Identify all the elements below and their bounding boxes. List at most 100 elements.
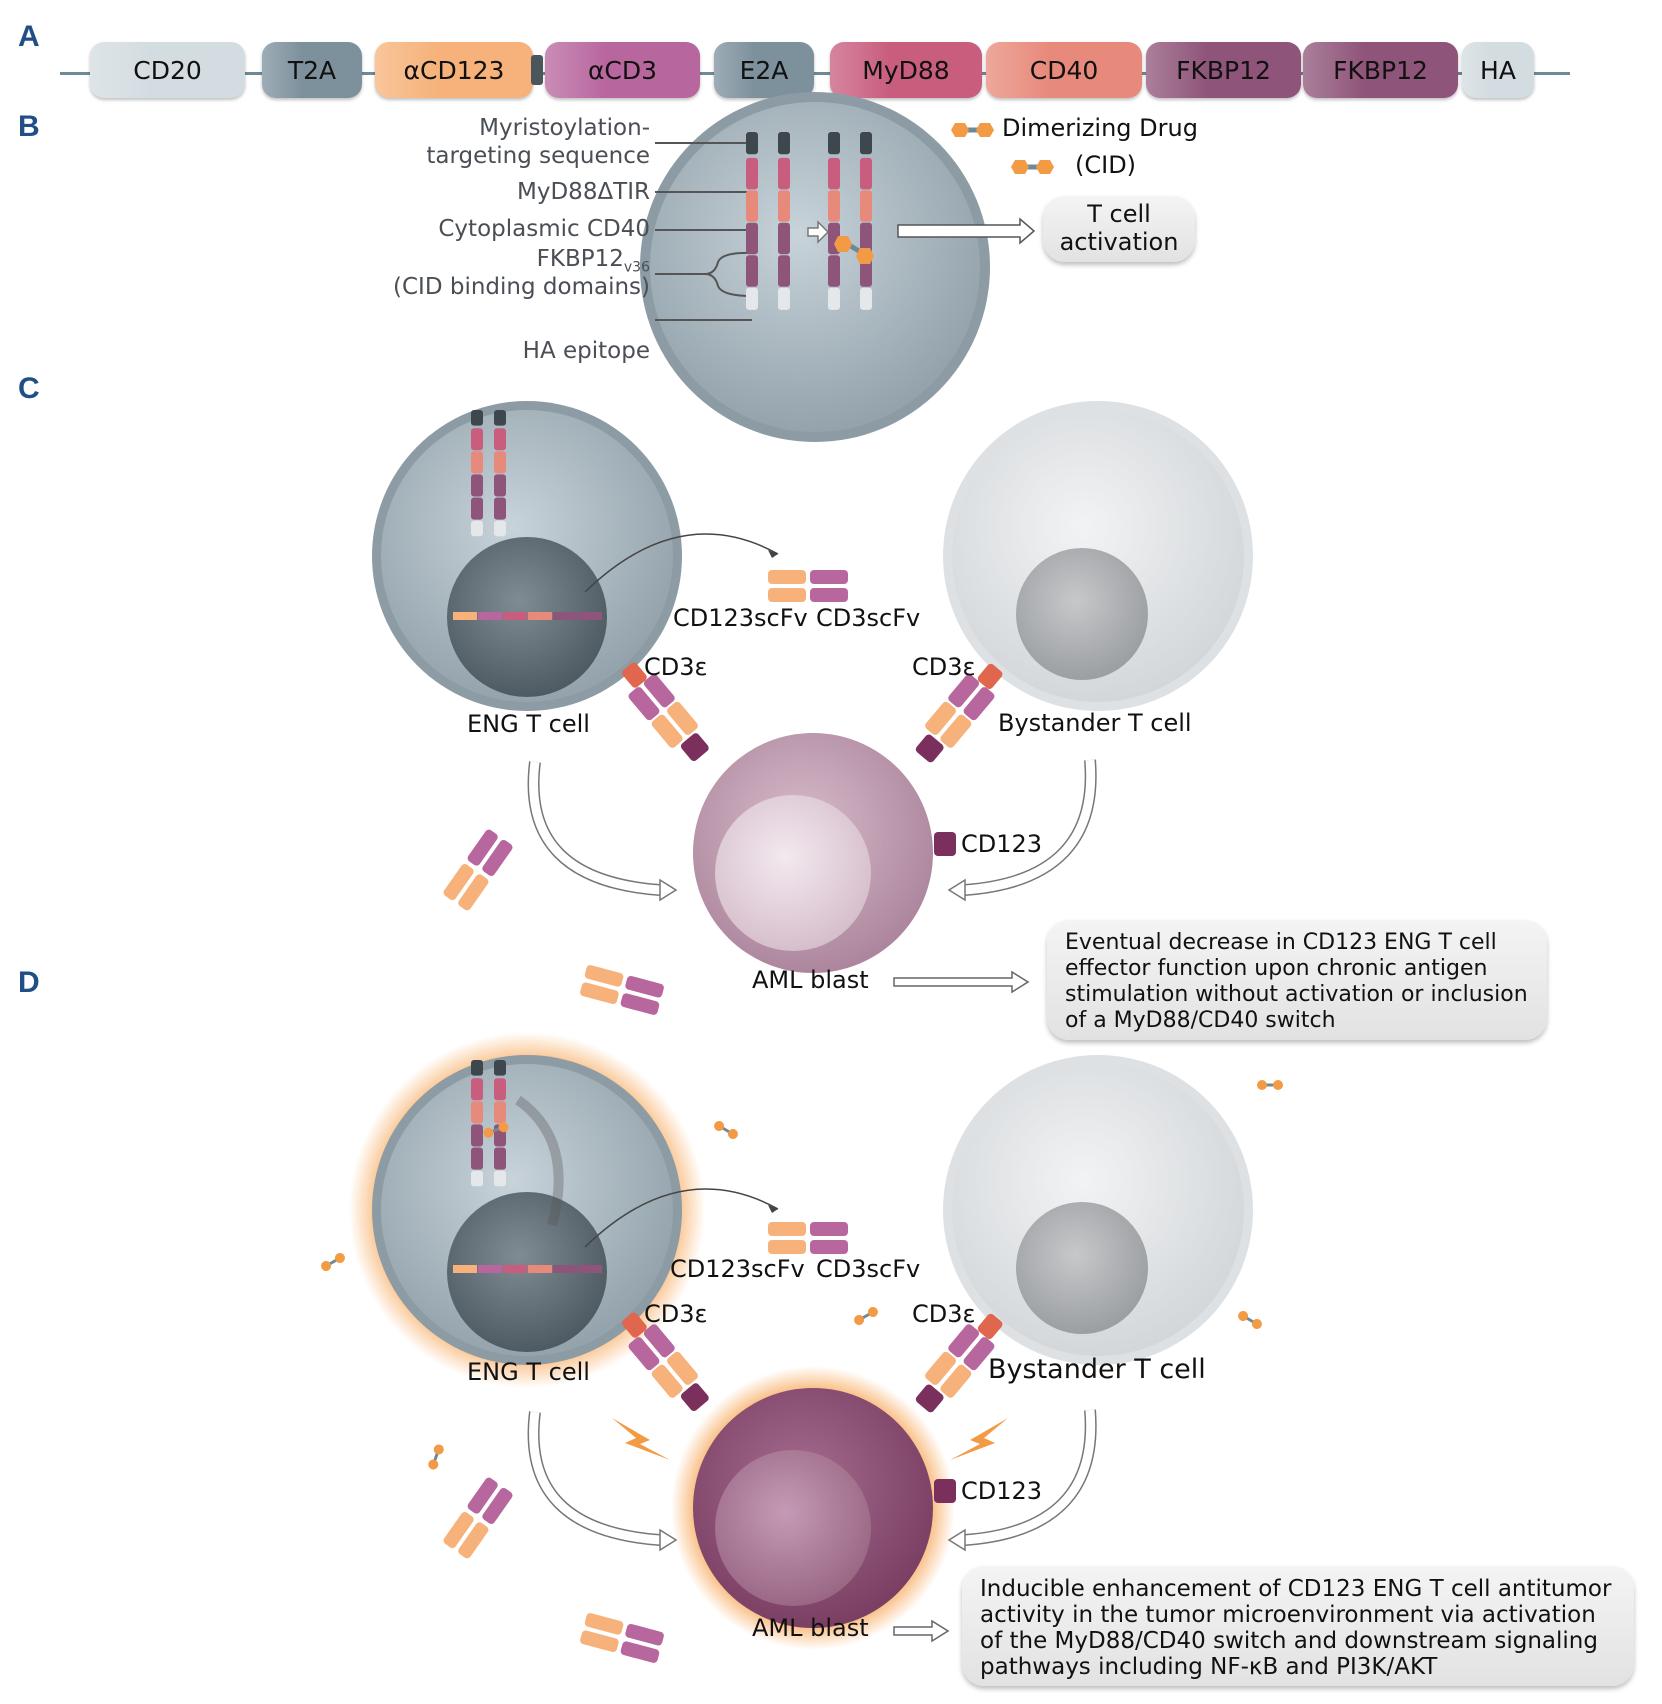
switch-construct: [494, 1060, 506, 1187]
label-cd123scfv-d: CD123scFv: [670, 1255, 805, 1283]
switch-construct: [828, 132, 840, 310]
panel-d-eng-t-cell: [349, 1032, 705, 1388]
label-myristoylation-2: targeting sequence: [426, 143, 650, 169]
panel-letter-b: B: [18, 110, 40, 143]
label-cd3e-right-d: CD3ε: [912, 1300, 976, 1328]
panel-c-eng-t-cell: [372, 401, 682, 711]
label-fkbp12: FKBP12v36: [330, 245, 650, 282]
label-fkbp12-main: FKBP12: [536, 246, 624, 272]
label-eng-t-cell-d: ENG T cell: [467, 1358, 590, 1386]
cid-drug-icon: [483, 1122, 509, 1138]
switch-construct: [494, 410, 506, 537]
construct-backbone: [60, 72, 1570, 75]
bispecific-engager-free: [580, 965, 664, 1015]
switch-construct: [471, 1060, 483, 1187]
panel-d-aml-blast: [671, 1366, 955, 1650]
label-cd3scfv-d: CD3scFv: [816, 1255, 921, 1283]
gene-segment: [528, 1265, 552, 1273]
secretion-arrow-c: [584, 533, 779, 593]
lightning-icon-right: [950, 1418, 1008, 1460]
panel-letter-d: D: [18, 966, 40, 999]
gene-segment: [528, 612, 552, 620]
construct-segment-myd88: MyD88: [830, 42, 982, 98]
cid-drug-icon: [854, 1307, 878, 1325]
label-bystander-t-cell-c: Bystander T cell: [998, 709, 1192, 737]
gene-segment: [553, 1265, 577, 1273]
construct-segment-ha: HA: [1462, 42, 1534, 98]
construct-segment-e2a: E2A: [714, 42, 814, 98]
curved-arrow-bystander-to-aml-c: [964, 759, 1097, 896]
construct-segment-cd123: αCD123: [375, 42, 533, 98]
panel-b-leader-lines: [655, 142, 753, 321]
panel-letter-a: A: [18, 20, 40, 53]
callout-line-1: T cell: [1087, 200, 1151, 228]
gene-segment: [453, 612, 477, 620]
outcome-callout-d: Inducible enhancement of CD123 ENG T cel…: [962, 1566, 1634, 1686]
gene-segment: [503, 1265, 527, 1273]
bispecific-engager-free: [443, 1477, 513, 1559]
label-cd123-c: CD123: [961, 830, 1043, 858]
gene-segment: [478, 1265, 502, 1273]
cd3-engager-bridge-right: [915, 1313, 1003, 1413]
switch-construct: [746, 132, 758, 310]
panel-d-switch-constructs: [471, 1060, 506, 1187]
label-aml-blast-d: AML blast: [752, 1614, 869, 1642]
signal-arrow-d: [515, 1095, 564, 1227]
panel-b-small-arrow: [807, 220, 830, 244]
construct-segment-fkbp12: FKBP12: [1146, 42, 1301, 98]
label-bystander-t-cell-d: Bystander T cell: [988, 1354, 1206, 1385]
construct-segment-cd20: CD20: [90, 42, 245, 98]
t-cell-activation-callout: T cell activation: [1043, 196, 1195, 262]
callout-line-2: activation: [1059, 228, 1179, 256]
panel-letter-c: C: [18, 372, 40, 405]
lightning-icon-left: [612, 1418, 670, 1460]
gene-segment: [578, 1265, 602, 1273]
switch-construct: [860, 132, 872, 310]
label-cd3e-left-c: CD3ε: [644, 653, 708, 681]
construct-segment-cd40: CD40: [986, 42, 1142, 98]
bispecific-engager-free: [443, 829, 513, 911]
construct-segment-fkbp12: FKBP12: [1303, 42, 1458, 98]
cid-drug-icon: [714, 1121, 738, 1139]
label-cd3e-right-c: CD3ε: [912, 653, 976, 681]
gene-segment: [478, 612, 502, 620]
switch-construct: [778, 132, 790, 310]
label-myristoylation: Myristoylation-: [479, 115, 650, 141]
panel-d-bystander-t-cell: [943, 1055, 1253, 1365]
cd123-receptor-d: [934, 1479, 956, 1503]
cd3-engager-bridge-right: [915, 663, 1003, 763]
panel-c-switch-constructs: [471, 410, 506, 537]
construct-segment-t2a: T2A: [262, 42, 362, 98]
cd123-receptor-c: [934, 832, 956, 856]
gene-segment: [578, 612, 602, 620]
gene-segment: [503, 612, 527, 620]
legend-dimerizing-drug: Dimerizing Drug: [1002, 114, 1198, 142]
legend-cid: (CID): [1075, 151, 1137, 179]
label-myd88-tir: MyD88ΔTIR: [517, 179, 650, 205]
cid-legend-icon: [951, 123, 994, 137]
cid-drug-icon: [1238, 1311, 1262, 1329]
switch-construct: [471, 410, 483, 537]
bispecific-engager-secreted: [768, 1222, 848, 1254]
label-eng-t-cell-c: ENG T cell: [467, 710, 590, 738]
curved-arrow-eng-to-aml-c: [527, 761, 661, 896]
bispecific-engager-free: [580, 1613, 664, 1663]
label-aml-blast-c: AML blast: [752, 966, 869, 994]
construct-segment-cd3: αCD3: [545, 42, 700, 98]
label-cd3e-left-d: CD3ε: [644, 1300, 708, 1328]
curved-arrow-bystander-to-aml-d: [964, 1409, 1097, 1546]
outcome-callout-c: Eventual decrease in CD123 ENG T cell ef…: [1047, 920, 1547, 1040]
label-cd123scfv-c: CD123scFv: [673, 604, 808, 632]
curved-arrow-eng-to-aml-d: [527, 1411, 661, 1546]
panel-b-cell: [640, 92, 990, 442]
panel-b-activation-arrow: [897, 217, 1036, 245]
secretion-arrow-d: [584, 1188, 779, 1248]
cid-legend-icon-2: [1011, 160, 1054, 174]
panel-c-aml-blast: [693, 733, 933, 973]
bispecific-engager-secreted: [768, 570, 848, 602]
panel-c-bystander-t-cell: [943, 401, 1253, 711]
label-cid-binding: (CID binding domains): [393, 274, 650, 300]
label-cd3scfv-c: CD3scFv: [816, 604, 921, 632]
label-cd123-d: CD123: [961, 1477, 1043, 1505]
